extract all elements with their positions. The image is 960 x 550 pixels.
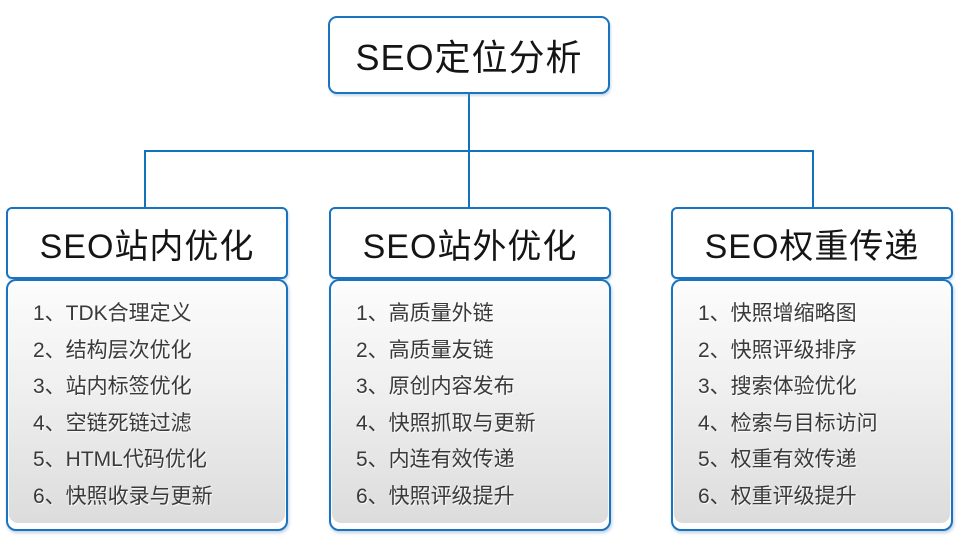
list-item: 3、原创内容发布 [356, 375, 515, 398]
branch-header-offsite: SEO站外优化 [329, 207, 611, 279]
list-item: 5、内连有效传递 [356, 448, 515, 471]
list-item: 6、快照评级提升 [356, 484, 515, 508]
list-item: 3、搜索体验优化 [698, 375, 857, 398]
list-item: 1、TDK合理定义 [33, 302, 192, 325]
branch-list-fill: 1、高质量外链 2、高质量友链 3、原创内容发布 4、快照抓取与更新 5、内连有… [332, 283, 608, 523]
branch-title: SEO站外优化 [362, 227, 578, 266]
list-item: 1、快照增缩略图 [698, 302, 857, 325]
root-node-title: SEO定位分析 [355, 37, 583, 78]
list-item: 6、快照收录与更新 [33, 484, 213, 508]
branch-offsite-optimization: SEO站外优化 1、高质量外链 2、高质量友链 3、原创内容发布 4、快照抓取与… [329, 207, 611, 531]
branch-title: SEO权重传递 [704, 227, 920, 266]
branch-list-fill: 1、TDK合理定义 2、结构层次优化 3、站内标签优化 4、空链死链过滤 5、H… [9, 283, 285, 523]
list-item: 4、空链死链过滤 [33, 411, 192, 435]
list-item: 2、快照评级排序 [698, 338, 857, 362]
list-item: 5、HTML代码优化 [33, 448, 207, 471]
list-item: 1、高质量外链 [356, 302, 494, 325]
branch-onsite-optimization: SEO站内优化 1、TDK合理定义 2、结构层次优化 3、站内标签优化 4、空链… [6, 207, 288, 531]
list-item: 5、权重有效传递 [698, 448, 857, 471]
branch-header-weight: SEO权重传递 [671, 207, 953, 279]
branch-weight-transfer: SEO权重传递 1、快照增缩略图 2、快照评级排序 3、搜索体验优化 4、检索与… [671, 207, 953, 531]
list-item: 4、检索与目标访问 [698, 411, 878, 435]
root-node-seo-positioning: SEO定位分析 [328, 16, 610, 94]
list-item: 2、结构层次优化 [33, 338, 192, 362]
branch-list-onsite: 1、TDK合理定义 2、结构层次优化 3、站内标签优化 4、空链死链过滤 5、H… [6, 279, 288, 531]
branch-header-onsite: SEO站内优化 [6, 207, 288, 279]
list-item: 3、站内标签优化 [33, 375, 192, 398]
list-item: 6、权重评级提升 [698, 484, 857, 508]
branch-list-fill: 1、快照增缩略图 2、快照评级排序 3、搜索体验优化 4、检索与目标访问 5、权… [674, 283, 950, 523]
branch-title: SEO站内优化 [39, 227, 255, 266]
list-item: 2、高质量友链 [356, 338, 494, 362]
list-item: 4、快照抓取与更新 [356, 411, 536, 435]
branch-list-offsite: 1、高质量外链 2、高质量友链 3、原创内容发布 4、快照抓取与更新 5、内连有… [329, 279, 611, 531]
branch-list-weight: 1、快照增缩略图 2、快照评级排序 3、搜索体验优化 4、检索与目标访问 5、权… [671, 279, 953, 531]
